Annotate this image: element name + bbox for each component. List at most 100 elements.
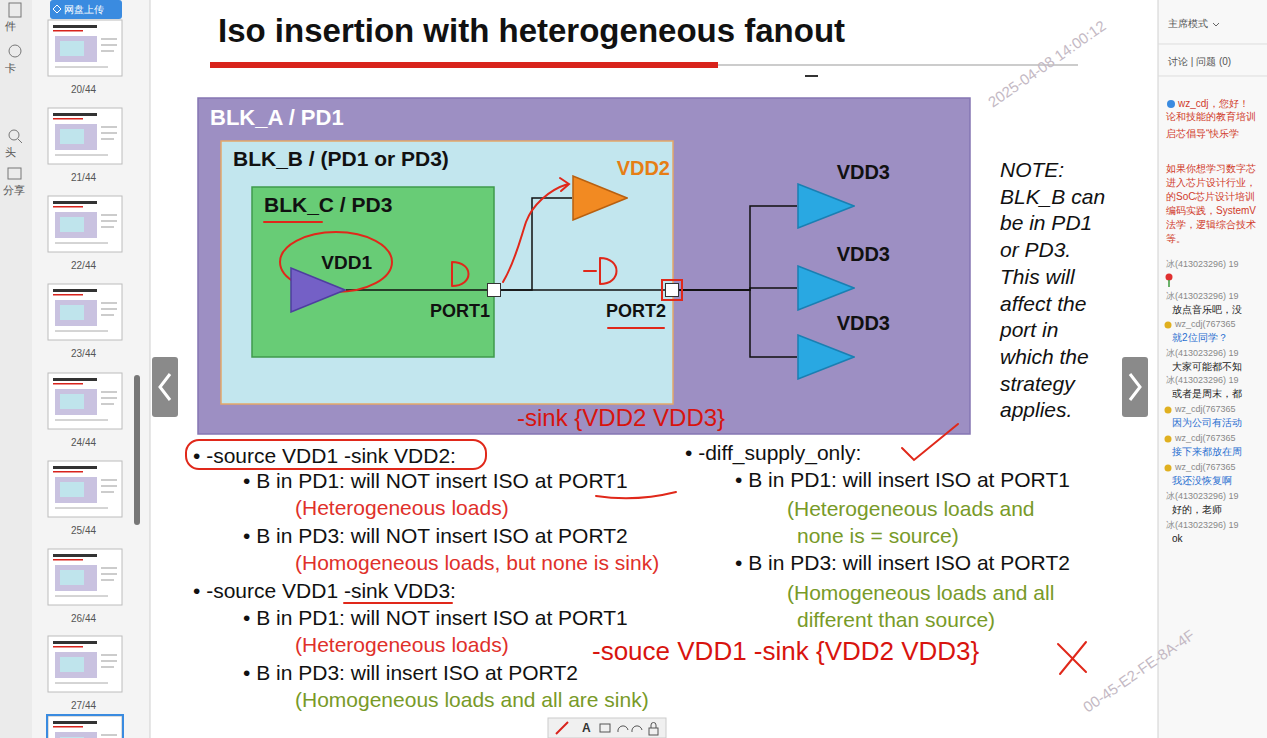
chat-name: wz_cdj(767365 — [1175, 404, 1236, 415]
block-fills — [198, 98, 970, 434]
buffer-triangle — [797, 183, 855, 229]
label-holder: 冰(413023296) 19 — [1166, 348, 1239, 359]
chat-message: 进入芯片设计行业， — [1166, 177, 1256, 189]
port-square — [665, 283, 679, 297]
camera-icon — [9, 130, 19, 140]
title-holder: Iso insertion with heterogeneous fanout — [218, 11, 845, 51]
wire — [501, 289, 665, 291]
sidebar-panel — [0, 0, 150, 738]
toolbar-label: A — [582, 721, 591, 735]
wire — [679, 206, 797, 290]
label-holder: • B in PD1: will insert ISO at PORT1 — [735, 468, 1070, 492]
label-holder: wz_cdj，您好！ — [1178, 98, 1249, 110]
label-holder: 就2位同学？ — [1172, 332, 1228, 344]
buffer-outline — [291, 268, 345, 312]
label-holder: (Heterogeneous loads) — [295, 633, 509, 657]
handwritten-note: -souce VDD1 -sink {VDD2 VDD3} — [592, 636, 979, 666]
chat-name: 冰(413023296) 19 — [1166, 375, 1239, 386]
buffer-cell: VDD2 — [570, 156, 670, 222]
ink-underline — [608, 327, 664, 329]
label-holder: ok — [1172, 533, 1183, 545]
rose-icon — [1166, 274, 1173, 281]
ink-underline — [344, 602, 452, 604]
supply-label: VDD2 — [617, 156, 670, 180]
result-note: (Homogeneous loads, but none is sink) — [295, 551, 659, 575]
lock-icon — [649, 728, 658, 735]
chat-name: wz_cdj(767365 — [1175, 319, 1236, 330]
wire-group — [346, 198, 797, 357]
user-icon — [1165, 322, 1172, 329]
scrollbar — [134, 375, 140, 525]
dash-mark — [805, 75, 818, 77]
label-holder: 主席模式 — [1168, 18, 1208, 30]
buffer-cell: VDD3 — [795, 160, 890, 230]
label-holder: 的SoC芯片设计培训 — [1166, 191, 1255, 203]
label-holder: 00-45-E2-FE-8A-4F — [1080, 626, 1198, 716]
bullet-text: • B in PD1: will NOT insert ISO at PORT1 — [243, 469, 628, 493]
red-ink — [186, 178, 1086, 674]
ink-cross — [1058, 642, 1086, 674]
chat-name: 冰(413023296) 19 — [1166, 491, 1239, 502]
chat-message: 启芯倡导“快乐学 — [1166, 128, 1239, 140]
chat-message: 编码实践，SystemV — [1166, 205, 1256, 217]
pen-icon — [556, 722, 568, 734]
slide-thumbnail — [48, 284, 122, 340]
wire — [679, 290, 797, 357]
page-number: 25/44 — [71, 525, 96, 537]
wire — [501, 198, 572, 290]
info-icon — [1167, 100, 1175, 108]
ink-iso-symbol — [600, 258, 617, 284]
label-holder: 编码实践，SystemV — [1166, 205, 1256, 217]
ink-box — [662, 280, 682, 300]
label-holder: (Heterogeneous loads) — [295, 496, 509, 520]
port-label: PORT1 — [430, 300, 490, 322]
label-holder: 冰(413023296) 19 — [1166, 491, 1239, 502]
label-holder: 2025-04-08 14:00:12 — [985, 17, 1109, 112]
label-holder: 进入芯片设计行业， — [1166, 177, 1256, 189]
label-holder: (Heterogeneous loads and none is = sourc… — [787, 495, 1072, 549]
label-holder: 网盘上传 — [64, 3, 104, 16]
page-number: 23/44 — [71, 348, 96, 360]
ink-underline — [264, 221, 322, 223]
chat-message: 法学，逻辑综合技术 — [1166, 219, 1256, 231]
supply-label: VDD3 — [837, 242, 890, 266]
block-label: BLK_B / (PD1 or PD3) — [233, 146, 449, 171]
chat-message: 我还没恢复啊 — [1172, 475, 1232, 487]
redo-icon — [632, 726, 642, 732]
tool-label: 件 — [5, 20, 16, 33]
label-holder: 法学，逻辑综合技术 — [1166, 219, 1256, 231]
panel-header: 主席模式 — [1168, 18, 1208, 30]
chat-name: wz_cdj(767365 — [1175, 433, 1236, 444]
ink-check — [902, 424, 958, 460]
chat-panel — [1158, 0, 1267, 738]
slide-thumbnail — [48, 549, 122, 605]
label-holder: 如果你想学习数字芯 — [1166, 163, 1256, 175]
tool-label: 分享 — [3, 184, 25, 197]
ink-underline — [596, 492, 676, 498]
label-holder: wz_cdj(767365 — [1175, 319, 1236, 330]
bullet-text: • B in PD3: will insert ISO at PORT2 — [735, 551, 1070, 575]
chat-message: 就2位同学？ — [1172, 332, 1228, 344]
buffer-triangle — [797, 265, 855, 311]
page-number: 22/44 — [71, 260, 96, 272]
block-label: BLK_C / PD3 — [264, 192, 392, 217]
panel-divider — [1158, 76, 1267, 77]
label-holder: 卡 — [5, 62, 16, 75]
chat-message: 大家可能都不知 — [1172, 361, 1242, 373]
label-holder: • -source VDD1 -sink VDD3: — [193, 579, 456, 603]
label-holder: wz_cdj(767365 — [1175, 404, 1236, 415]
label-holder: • B in PD3: will insert ISO at PORT2 — [735, 551, 1070, 575]
domain-fill — [221, 141, 673, 404]
user-icon — [1165, 436, 1172, 443]
buffer-cell: VDD3 — [795, 311, 890, 381]
label-holder: 20/44 — [71, 84, 96, 96]
result-note: (Heterogeneous loads) — [295, 496, 509, 520]
label-holder: 27/44 — [71, 700, 96, 712]
label-holder: wz_cdj(767365 — [1175, 462, 1236, 473]
buffer-outline — [798, 266, 854, 310]
chat-name: 冰(413023296) 19 — [1166, 259, 1239, 270]
tool-strip — [0, 0, 32, 738]
result-note: (Homogeneous loads and all different tha… — [787, 579, 1072, 633]
upload-button — [50, 0, 122, 19]
